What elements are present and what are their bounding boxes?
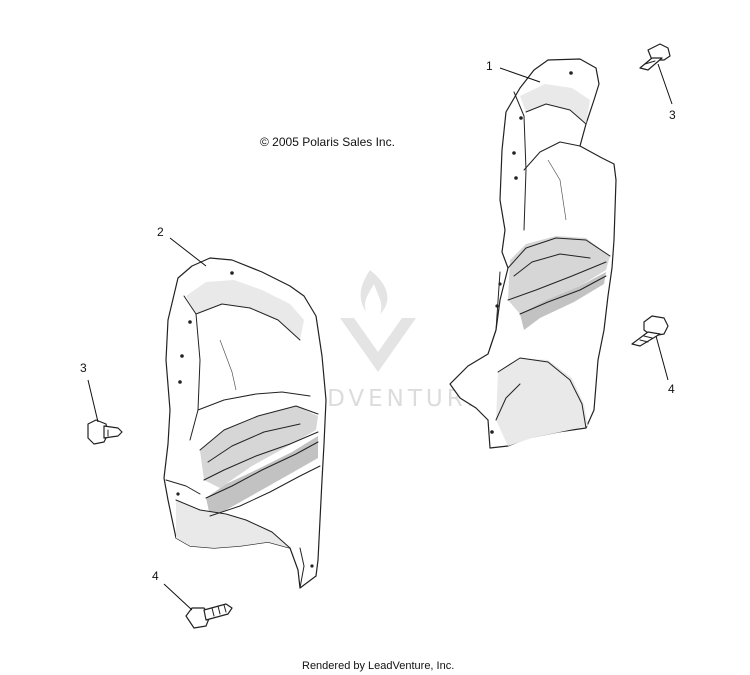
leader-line-4-bottom [163, 583, 193, 611]
mounting-hole [514, 176, 518, 180]
heat-shield-right-flange [489, 271, 501, 349]
leader-line-3-top-right [657, 63, 673, 105]
heat-shield-left-lower-crease [175, 499, 291, 549]
heat-shield-right-duct-shadow [520, 272, 606, 330]
heat-shield-right-duct [508, 236, 610, 314]
callout-3-left: 3 [80, 361, 87, 375]
heat-shield-right-lower-shade [496, 358, 588, 446]
screw-bottom [185, 603, 233, 629]
screw-thread [211, 604, 227, 617]
mounting-hole [230, 271, 234, 275]
heat-shield-left-duct-base [209, 465, 321, 517]
copyright-text: © 2005 Polaris Sales Inc. [260, 135, 395, 149]
heat-shield-right-duct-inner-edge [513, 253, 591, 277]
heat-shield-right-duct-lip [507, 261, 607, 301]
heat-shield-right-duct-lower [519, 275, 607, 315]
screw-head [643, 315, 669, 337]
leader-line-3-left [87, 379, 99, 423]
mounting-hole [569, 71, 573, 75]
heat-shield-left-crease-1 [183, 295, 201, 441]
heat-shield-left-crease-2 [195, 303, 301, 341]
heat-shield-left-tail [299, 547, 305, 589]
mounting-hole [178, 380, 182, 384]
watermark-flame-icon [360, 270, 388, 314]
heat-shield-left-duct-lip [203, 431, 319, 481]
watermark-v-icon [340, 318, 416, 372]
mounting-hole [188, 320, 192, 324]
push-rivet-detail [644, 60, 656, 65]
push-rivet-shank [103, 425, 123, 439]
heat-shield-right-detail [547, 159, 567, 221]
heat-shield-left-duct-lower [205, 441, 319, 499]
heat-shield-left-detail [219, 339, 237, 391]
screw-thread [639, 335, 653, 343]
screw-right [631, 315, 669, 347]
mounting-hole [512, 151, 516, 155]
heat-shield-left-duct-shadow [206, 436, 318, 516]
callout-3-top-right: 3 [669, 108, 676, 122]
heat-shield-left-crease-3 [197, 391, 311, 411]
leader-line-4-right [655, 335, 669, 381]
heat-shield-right-lower-crease [497, 357, 587, 429]
heat-shield-left-top-shade [186, 280, 304, 340]
mounting-hole [490, 430, 494, 434]
heat-shield-right-lower-edge [495, 383, 521, 421]
heat-shield-left [163, 257, 327, 589]
heat-shield-right-duct-top-edge [507, 237, 611, 269]
screw-shank [631, 331, 661, 347]
leader-line-2 [169, 237, 207, 267]
heat-shield-left-lower-shade [176, 500, 290, 548]
heat-shield-right-crease-2 [525, 103, 587, 125]
callout-4-bottom: 4 [152, 569, 159, 583]
heat-shield-right-top-shade [520, 84, 590, 124]
heat-shield-left-duct-inner-edge [207, 423, 301, 463]
callout-2: 2 [157, 225, 164, 239]
push-rivet-shank [639, 57, 663, 71]
mounting-hole [180, 354, 184, 358]
push-rivet-left [87, 419, 123, 445]
heat-shield-left-duct-top-edge [199, 405, 319, 451]
leader-line-1 [499, 67, 541, 83]
mounting-hole [495, 304, 499, 308]
mounting-hole [310, 564, 314, 568]
callout-1: 1 [486, 59, 493, 73]
callout-4-right: 4 [668, 382, 675, 396]
heat-shield-right [449, 58, 617, 449]
mounting-hole [498, 282, 502, 286]
heat-shield-right-crease-1 [513, 91, 527, 231]
mounting-hole [176, 492, 180, 496]
footer-credit: Rendered by LeadVenture, Inc. [302, 660, 454, 672]
heat-shield-right-crease-3 [523, 141, 581, 171]
push-rivet-top-right [639, 43, 671, 71]
heat-shield-left-flange [165, 479, 201, 495]
mounting-hole [519, 116, 523, 120]
